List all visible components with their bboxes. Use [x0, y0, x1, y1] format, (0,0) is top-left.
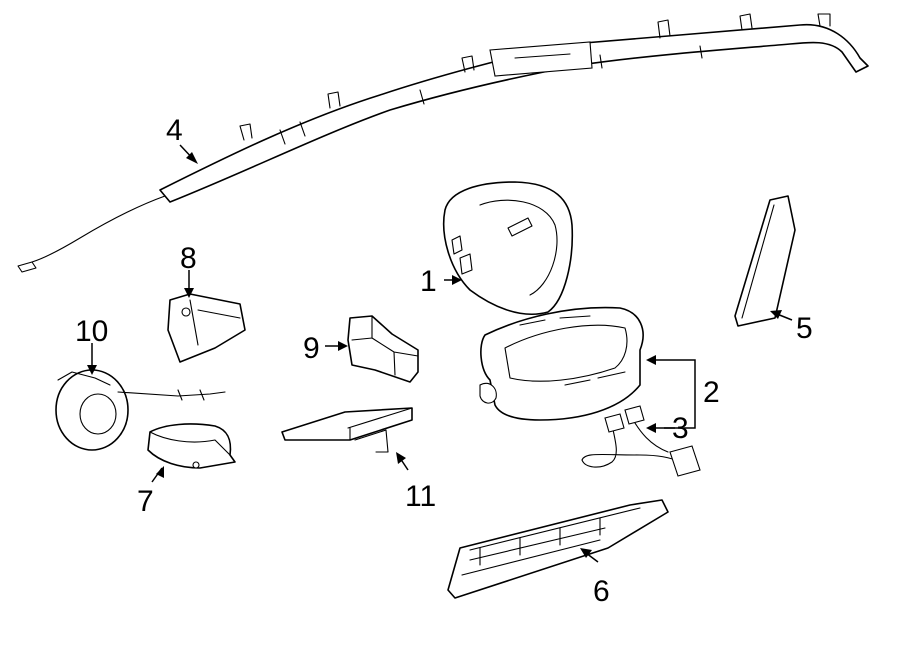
- part-2-passenger-airbag: [479, 306, 644, 421]
- arrowhead-2: [646, 355, 656, 365]
- leader-lines: [87, 144, 793, 563]
- callout-6: 6: [593, 575, 610, 608]
- part-4-curtain-airbag: [17, 13, 869, 273]
- arrowhead-4: [186, 152, 198, 164]
- arrowhead-9: [338, 341, 348, 351]
- callout-10: 10: [75, 315, 108, 348]
- callout-5: 5: [796, 312, 813, 345]
- arrowhead-1: [452, 275, 462, 285]
- callout-2: 2: [703, 376, 720, 409]
- arrowhead-10: [87, 365, 97, 375]
- part-5-knee-airbag: [734, 195, 796, 327]
- callout-4: 4: [166, 114, 183, 147]
- arrowhead-11: [396, 452, 406, 464]
- arrowhead-3: [646, 423, 656, 433]
- callout-9: 9: [303, 332, 320, 365]
- arrowhead-5: [770, 310, 782, 319]
- leader-2: [648, 359, 696, 429]
- callout-1: 1: [420, 265, 437, 298]
- part-6-knee-bolster: [447, 499, 669, 599]
- part-11-bracket: [281, 407, 413, 453]
- arrowhead-7: [156, 466, 164, 478]
- part-1-driver-airbag: [442, 181, 574, 316]
- callout-8: 8: [180, 242, 197, 275]
- arrowhead-8: [184, 288, 194, 298]
- part-9-side-sensor: [347, 315, 419, 383]
- part-3-wiring-harness: [581, 405, 701, 477]
- callout-7: 7: [137, 485, 154, 518]
- part-8-sensor: [167, 293, 246, 363]
- arrowhead-6: [580, 548, 592, 558]
- callout-11: 11: [405, 480, 436, 513]
- callout-labels: 1 2 3 4 5 6 7 8 9 10 11: [75, 114, 813, 608]
- callout-3: 3: [672, 412, 689, 445]
- part-7-sensing-module: [147, 423, 236, 469]
